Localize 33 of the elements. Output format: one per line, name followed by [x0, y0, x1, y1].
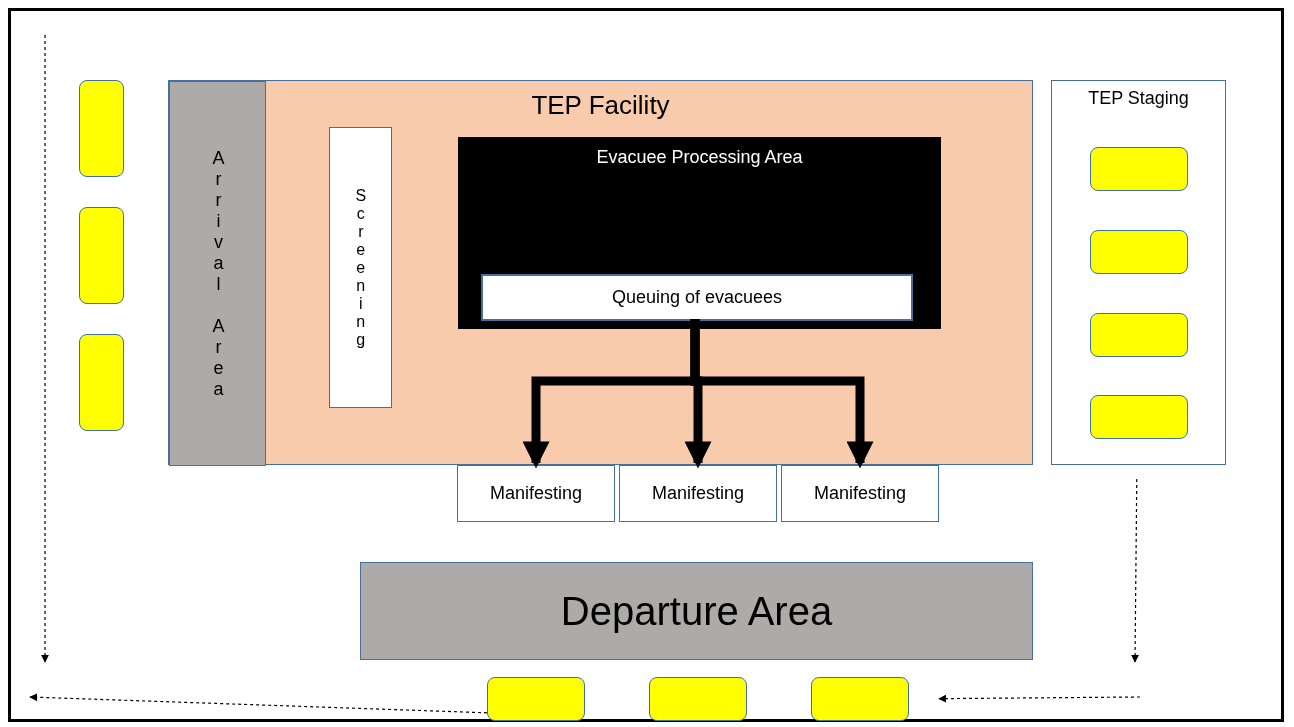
vehicle-box: [487, 677, 585, 721]
vehicle-box: [79, 80, 124, 177]
manifesting-box: [781, 465, 939, 522]
vehicle-box: [1090, 395, 1188, 439]
manifesting-box: [457, 465, 615, 522]
area-label: Manifesting: [651, 483, 745, 504]
processing-area: [458, 137, 941, 329]
facility-area: [168, 80, 1033, 465]
vehicle-box: [1090, 147, 1188, 191]
queue-box: [481, 274, 913, 321]
area-label: Screening: [351, 186, 370, 349]
area-label: Departure Area: [560, 589, 833, 633]
area-title: TEP Facility: [531, 91, 670, 120]
staging-area: [1051, 80, 1226, 465]
arrow: [29, 693, 488, 714]
vehicle-box: [1090, 313, 1188, 357]
arrival-area-band: [169, 81, 266, 466]
area-title: TEP Staging: [1088, 89, 1189, 109]
area-label: Manifesting: [489, 483, 583, 504]
area-label: Queuing of evacuees: [611, 287, 783, 308]
arrow: [1131, 478, 1140, 663]
screening-box: [329, 127, 392, 408]
vehicle-box: [1090, 230, 1188, 274]
vehicle-box: [649, 677, 747, 721]
area-title: Evacuee Processing Area: [596, 148, 803, 168]
departure-area: [360, 562, 1033, 660]
vehicle-box: [79, 334, 124, 431]
vehicle-box: [811, 677, 909, 721]
arrow: [938, 694, 1141, 703]
area-label: Arrival Area: [207, 147, 228, 400]
manifesting-box: [619, 465, 777, 522]
vehicle-box: [79, 207, 124, 304]
area-label: Manifesting: [813, 483, 907, 504]
